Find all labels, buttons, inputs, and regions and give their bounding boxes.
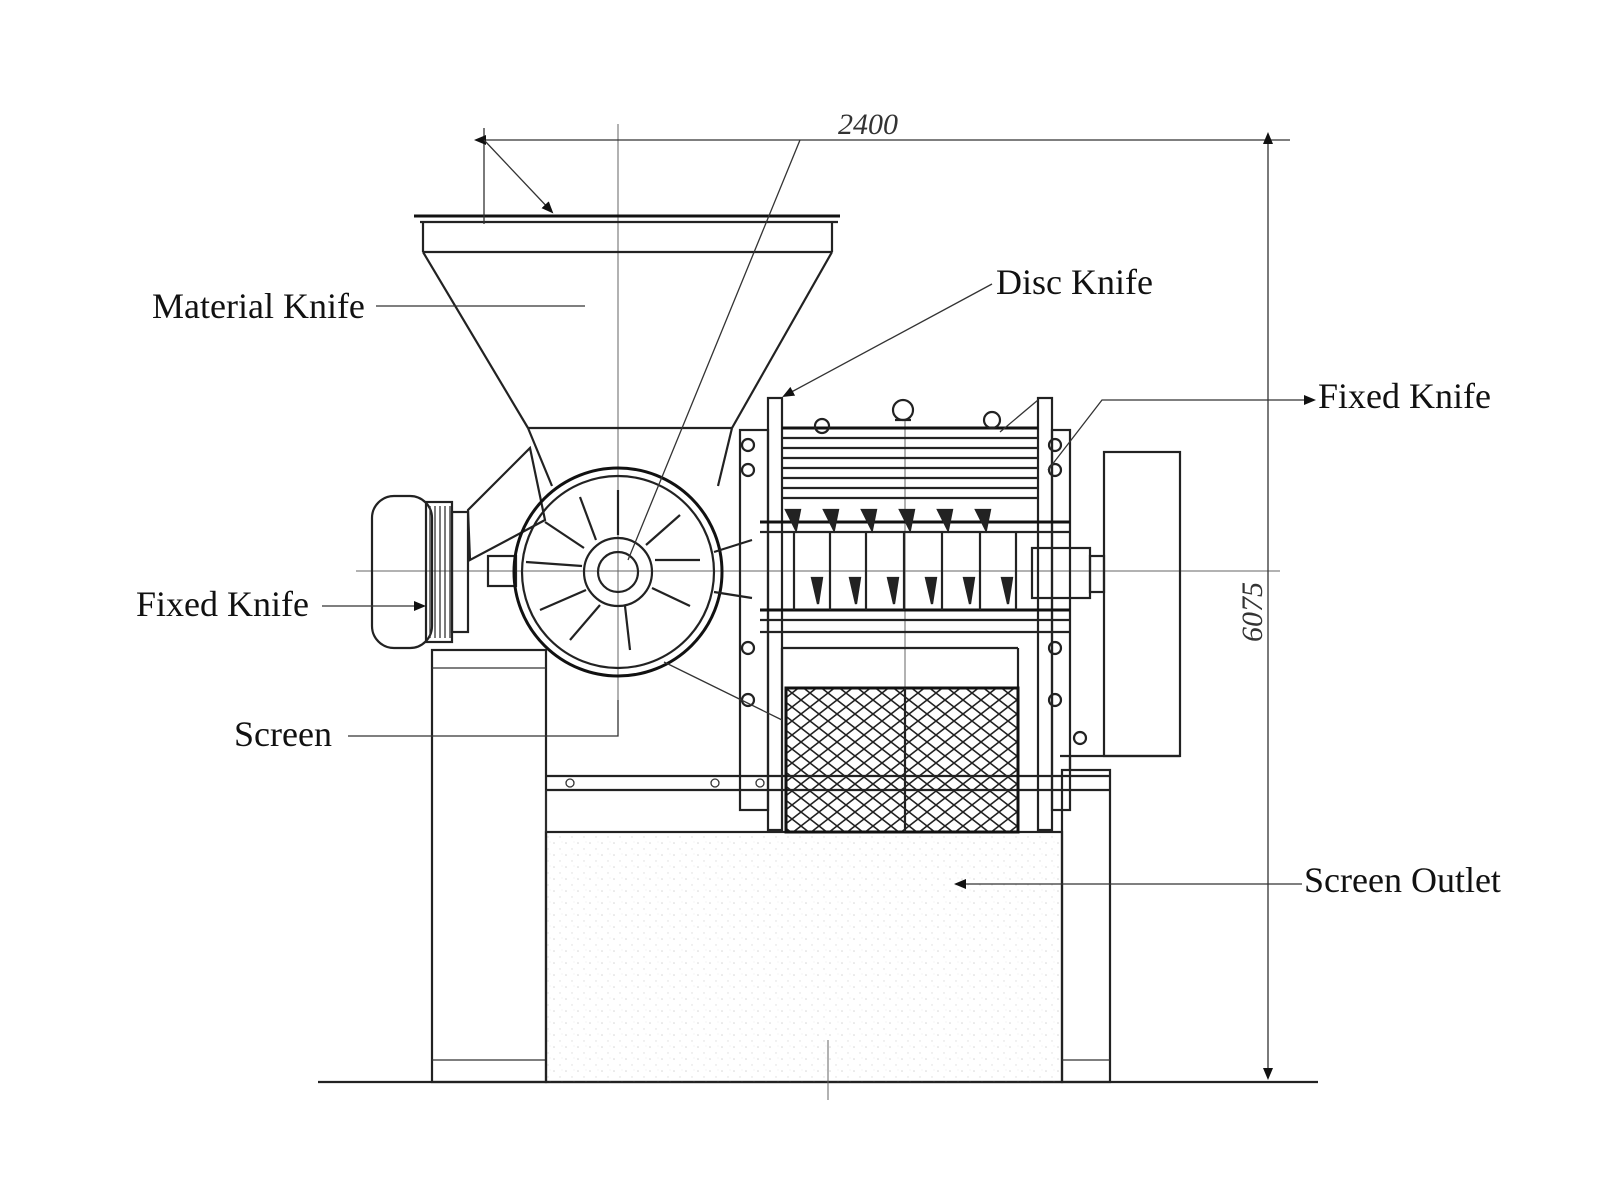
disc-knife-label: Disc Knife bbox=[996, 262, 1153, 302]
leader-lines bbox=[322, 283, 1316, 889]
screen-basket bbox=[780, 646, 1020, 834]
screen-label: Screen bbox=[234, 714, 332, 754]
right-motor bbox=[1102, 450, 1182, 758]
height-dimension-label: 6075 bbox=[1236, 582, 1269, 642]
fixed-knife-right-label: Fixed Knife bbox=[1318, 376, 1491, 416]
rotor-wheel bbox=[512, 466, 753, 678]
feed-housing bbox=[466, 445, 547, 562]
disc-knives bbox=[784, 508, 1018, 610]
outlet-particles bbox=[546, 832, 1062, 1082]
height-dimension: 6075 bbox=[1236, 132, 1273, 1080]
hopper bbox=[414, 214, 840, 487]
fixed-knife-left-label: Fixed Knife bbox=[136, 584, 309, 624]
width-dimension-label: 2400 bbox=[838, 108, 898, 141]
width-dimension: 2400 bbox=[474, 108, 1290, 561]
screen-outlet-label: Screen Outlet bbox=[1304, 860, 1501, 900]
left-motor bbox=[370, 494, 518, 650]
cutting-chamber bbox=[738, 396, 1106, 832]
material-knife-label: Material Knife bbox=[152, 286, 365, 326]
